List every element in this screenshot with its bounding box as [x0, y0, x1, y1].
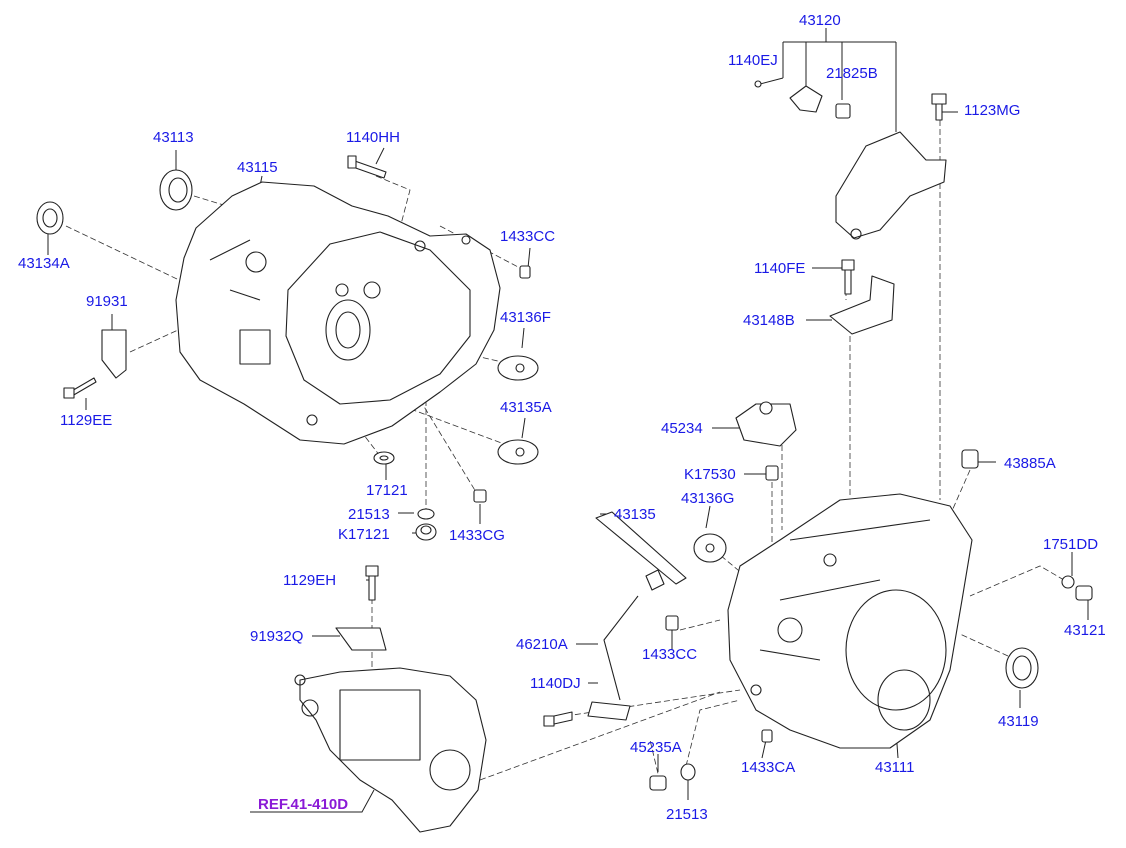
label-91931: 91931 [86, 293, 128, 310]
label-17121: 17121 [366, 482, 408, 499]
label-45234: 45234 [661, 420, 703, 437]
label-91932Q: 91932Q [250, 628, 304, 645]
label-1129EE: 1129EE [60, 412, 113, 429]
label-21513-bot: 21513 [666, 806, 708, 823]
label-1140EJ: 1140EJ [728, 52, 778, 69]
label-43121: 43121 [1064, 622, 1106, 639]
label-45235A: 45235A [630, 739, 682, 756]
label-43111: 43111 [875, 759, 915, 776]
label-1140HH: 1140HH [346, 129, 400, 146]
label-21513-mid: 21513 [348, 506, 390, 523]
label-43148B: 43148B [743, 312, 795, 329]
label-46210A: 46210A [516, 636, 568, 653]
label-43115: 43115 [237, 159, 278, 176]
label-43119: 43119 [998, 713, 1039, 730]
label-1751DD: 1751DD [1043, 536, 1099, 553]
label-43113: 43113 [153, 129, 194, 146]
label-43120: 43120 [799, 12, 841, 29]
label-K17530: K17530 [684, 466, 736, 483]
label-1433CC-mid: 1433CC [642, 646, 698, 663]
label-43134A: 43134A [18, 255, 70, 272]
label-43136F: 43136F [500, 309, 551, 326]
label-43136G: 43136G [681, 490, 735, 507]
label-43135: 43135 [614, 506, 656, 523]
label-43885A: 43885A [1004, 455, 1056, 472]
label-21825B: 21825B [826, 65, 878, 82]
label-1123MG: 1123MG [964, 102, 1021, 119]
label-1140DJ: 1140DJ [530, 675, 581, 692]
reference-link[interactable]: REF.41-410D [258, 796, 349, 813]
label-1433CG: 1433CG [449, 527, 505, 544]
label-1433CC-top: 1433CC [500, 228, 556, 245]
label-1140FE: 1140FE [754, 260, 806, 277]
label-1433CA: 1433CA [741, 759, 796, 776]
label-K17121: K17121 [338, 526, 390, 543]
label-1129EH: 1129EH [283, 572, 337, 589]
label-43135A: 43135A [500, 399, 552, 416]
